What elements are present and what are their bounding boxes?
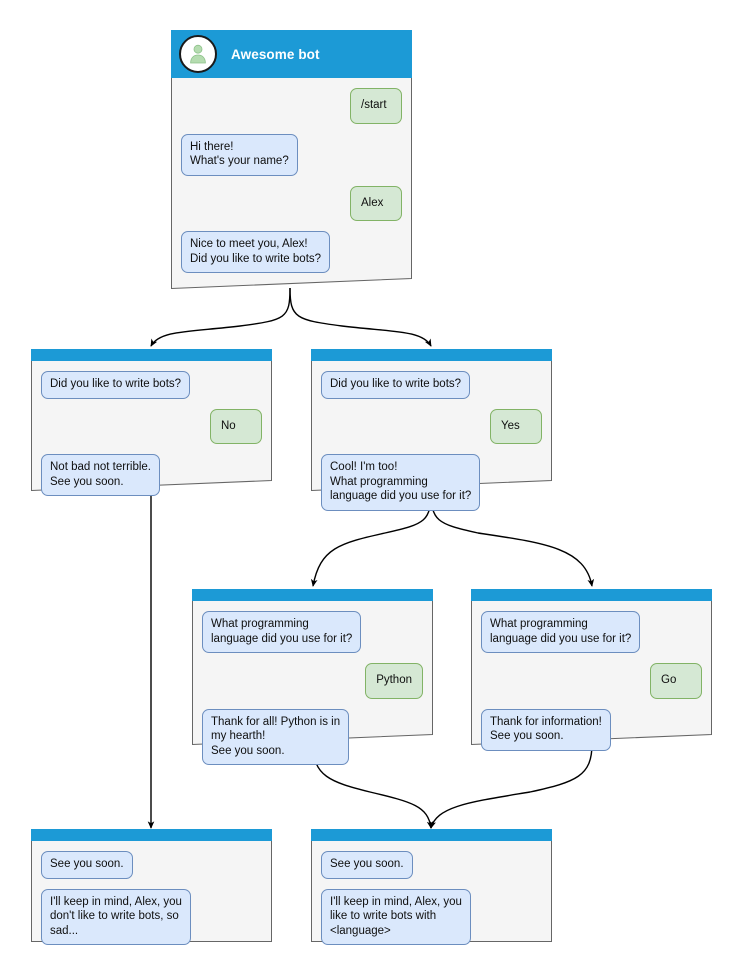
message-row: Alex [181, 185, 402, 221]
chat-header-no-branch [31, 349, 272, 361]
chat-header-python-branch [192, 589, 433, 601]
message-row: Go [481, 663, 702, 699]
chat-header-yes-branch [311, 349, 552, 361]
message-row: Python [202, 663, 423, 699]
bot-message-bubble[interactable]: I'll keep in mind, Alex, you don't like … [41, 888, 191, 945]
bot-message-bubble[interactable]: See you soon. [321, 851, 413, 879]
person-avatar-icon [179, 35, 217, 73]
node-yes-branch-body: Did you like to write bots? Yes Cool! I'… [311, 349, 552, 511]
chat-log-no-branch: Did you like to write bots? No Not bad n… [31, 361, 272, 512]
message-row: I'll keep in mind, Alex, you don't like … [41, 888, 262, 945]
chat-header-end-yes [311, 829, 552, 841]
bot-message-bubble[interactable]: Nice to meet you, Alex! Did you like to … [181, 231, 331, 273]
user-message-bubble[interactable]: /start [350, 88, 402, 124]
chat-header-root: Awesome bot [171, 30, 412, 78]
message-row: Thank for information! See you soon. [481, 708, 702, 751]
user-message-bubble[interactable]: No [210, 408, 262, 444]
chat-log-yes-branch: Did you like to write bots? Yes Cool! I'… [311, 361, 552, 527]
bot-message-bubble[interactable]: Cool! I'm too! What programming language… [321, 454, 481, 511]
message-row: Hi there! What's your name? [181, 133, 402, 176]
bot-message-bubble[interactable]: Thank for all! Python is in my hearth! S… [202, 708, 350, 765]
message-row: /start [181, 88, 402, 124]
message-row: Thank for all! Python is in my hearth! S… [202, 708, 423, 765]
bot-message-bubble[interactable]: Hi there! What's your name? [181, 133, 298, 176]
message-row: Cool! I'm too! What programming language… [321, 454, 542, 511]
user-message-bubble[interactable]: Python [365, 663, 423, 699]
edge-root-to-yes [289, 287, 432, 347]
bot-message-bubble[interactable]: Did you like to write bots? [321, 371, 471, 399]
node-end-no[interactable]: See you soon. I'll keep in mind, Alex, y… [31, 829, 272, 945]
node-end-yes[interactable]: See you soon. I'll keep in mind, Alex, y… [311, 829, 552, 945]
node-end-no-body: See you soon. I'll keep in mind, Alex, y… [31, 829, 272, 945]
bot-message-bubble[interactable]: See you soon. [41, 851, 133, 879]
message-row: Did you like to write bots? [321, 371, 542, 399]
bot-message-bubble[interactable]: What programming language did you use fo… [202, 611, 362, 653]
message-row: Did you like to write bots? [41, 371, 262, 399]
message-row: What programming language did you use fo… [481, 611, 702, 653]
node-yes-branch[interactable]: Did you like to write bots? Yes Cool! I'… [311, 349, 552, 511]
bot-message-bubble[interactable]: I'll keep in mind, Alex, you like to wri… [321, 888, 471, 945]
node-no-branch-body: Did you like to write bots? No Not bad n… [31, 349, 272, 496]
message-row: Yes [321, 408, 542, 444]
chat-log-end-no: See you soon. I'll keep in mind, Alex, y… [31, 841, 272, 961]
chat-log-root: /start Hi there! What's your name? Alex … [171, 78, 412, 289]
user-message-bubble[interactable]: Go [650, 663, 702, 699]
edge-root-to-no [150, 287, 291, 347]
message-row: No [41, 408, 262, 444]
message-row: Nice to meet you, Alex! Did you like to … [181, 231, 402, 273]
chat-header-end-no [31, 829, 272, 841]
node-root[interactable]: Awesome bot /start Hi there! What's your… [171, 30, 412, 289]
node-python-branch-body: What programming language did you use fo… [192, 589, 433, 765]
message-row: Not bad not terrible. See you soon. [41, 454, 262, 496]
node-root-body: Awesome bot /start Hi there! What's your… [171, 30, 412, 289]
message-row: See you soon. [41, 851, 262, 879]
bot-message-bubble[interactable]: Not bad not terrible. See you soon. [41, 454, 161, 496]
node-go-branch[interactable]: What programming language did you use fo… [471, 589, 712, 751]
bot-title-root: Awesome bot [231, 46, 320, 62]
user-message-bubble[interactable]: Alex [350, 185, 402, 221]
node-no-branch[interactable]: Did you like to write bots? No Not bad n… [31, 349, 272, 496]
user-message-bubble[interactable]: Yes [490, 408, 542, 444]
bot-message-bubble[interactable]: Did you like to write bots? [41, 371, 191, 399]
message-row: See you soon. [321, 851, 542, 879]
bot-message-bubble[interactable]: What programming language did you use fo… [481, 611, 641, 653]
message-row: I'll keep in mind, Alex, you like to wri… [321, 888, 542, 945]
node-python-branch[interactable]: What programming language did you use fo… [192, 589, 433, 765]
chat-log-python-branch: What programming language did you use fo… [192, 601, 433, 781]
chat-header-go-branch [471, 589, 712, 601]
message-row: What programming language did you use fo… [202, 611, 423, 653]
chat-log-end-yes: See you soon. I'll keep in mind, Alex, y… [311, 841, 552, 961]
bot-message-bubble[interactable]: Thank for information! See you soon. [481, 708, 611, 751]
node-go-branch-body: What programming language did you use fo… [471, 589, 712, 751]
node-end-yes-body: See you soon. I'll keep in mind, Alex, y… [311, 829, 552, 945]
chat-log-go-branch: What programming language did you use fo… [471, 601, 712, 767]
